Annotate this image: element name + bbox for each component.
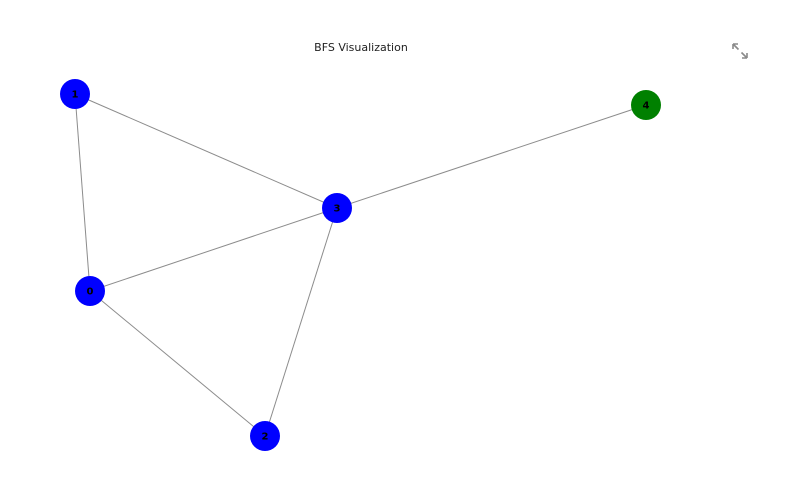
edge-0-3 (89, 207, 338, 292)
edge-layer (74, 93, 647, 437)
graph-node-0[interactable]: 0 (75, 276, 105, 306)
graph-title: BFS Visualization (314, 41, 408, 54)
node-circle (322, 193, 352, 223)
graph-node-1[interactable]: 1 (60, 79, 90, 109)
edge-1-3 (74, 93, 338, 209)
node-circle (60, 79, 90, 109)
expand-icon (732, 43, 748, 59)
node-label: 1 (72, 90, 79, 101)
edge-1-0 (74, 93, 91, 292)
graph-node-2[interactable]: 2 (250, 421, 280, 451)
node-circle (631, 90, 661, 120)
node-label: 0 (87, 287, 94, 298)
edge-3-4 (336, 104, 647, 209)
node-label: 2 (262, 432, 269, 443)
node-label: 3 (334, 204, 341, 215)
node-circle (75, 276, 105, 306)
graph-node-3[interactable]: 3 (322, 193, 352, 223)
edge-0-2 (89, 290, 266, 437)
node-label: 4 (643, 101, 650, 112)
expand-button[interactable] (731, 42, 749, 60)
edge-3-2 (264, 207, 338, 437)
graph-node-4[interactable]: 4 (631, 90, 661, 120)
node-layer: 0 1 2 3 4 (60, 79, 661, 451)
node-circle (250, 421, 280, 451)
